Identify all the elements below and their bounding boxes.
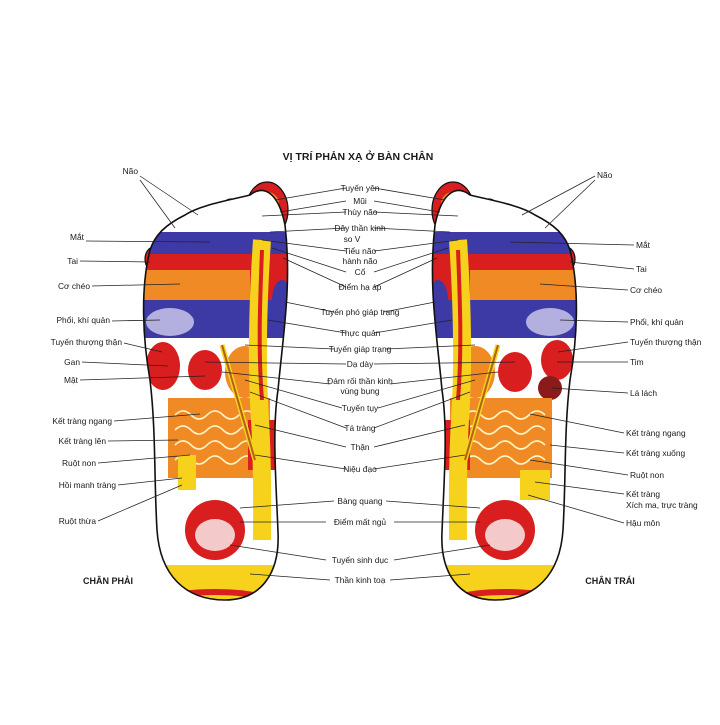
left-label-gan: Gan [64,357,80,367]
right-label-hau-mon: Hậu môn [626,518,660,528]
label-thuc-quan: Thực quản [340,328,381,338]
label-bang-quang: Bàng quang [337,496,383,506]
label-nieu-dao: Niệu đạo [343,464,377,474]
label-than-kinh-toa: Thần kinh toạ [335,575,386,585]
label-mui: Mũi [353,196,367,206]
right-label-tim: Tim [630,357,644,367]
right-foot-caption: CHÂN TRÁI [585,575,635,586]
right-label-ket-trang: Kết tràng [626,489,660,499]
left-label-ruot-thua: Ruột thừa [59,516,97,526]
label-diem-mat-ngu: Điểm mất ngủ [334,517,386,527]
left-label-phoi-khi-quan: Phổi, khí quản [56,315,110,325]
left-label-tuyen-thuong-than: Tuyến thượng thận [51,337,123,347]
right-label-ruot-non: Ruột non [630,470,664,480]
page-title: VỊ TRÍ PHẢN XẠ Ở BÀN CHÂN [283,150,434,163]
label-than: Thận [350,442,369,452]
label-co: Cổ [355,267,366,277]
right-label-ket-trang-ngang: Kết tràng ngang [626,428,686,438]
label-tuyen-pho-giap-trang: Tuyến phó giáp trạng [321,307,400,317]
right-label-la-lach: Lá lách [630,388,657,398]
label-tuyen-giap-trang: Tuyến giáp trạng [329,344,392,354]
right-labels: Não Mắt Tai Cơ chéo Phổi, khí quản Tuyến… [597,170,702,528]
right-label-tuyen-thuong-than: Tuyến thượng thận [630,337,702,347]
left-label-co-cheo: Cơ chéo [58,281,90,291]
label-tuyen-yen: Tuyến yên [341,183,380,193]
right-label-mat: Mắt [636,240,651,250]
left-label-mat-bile: Mật [64,375,79,385]
right-label-nao: Não [597,170,613,180]
right-label-tai: Tai [636,264,647,274]
left-label-mat: Mắt [70,232,85,242]
left-foot-sole-diagram [431,181,578,601]
right-label-phoi-khi-quan: Phổi, khí quản [630,317,684,327]
label-thuy-nao: Thùy não [343,207,378,217]
label-ta-trang: Tá tràng [344,423,376,433]
label-tuyen-tuy: Tuyến tụy [342,403,379,413]
right-foot-sole-diagram [142,181,289,601]
label-tieu-nao: Tiểu não [344,246,377,256]
left-label-ket-trang-ngang: Kết tràng ngang [52,416,112,426]
label-day-than-kinh: Dây thần kinh [334,223,386,233]
left-label-hoi-manh-trang: Hồi manh tràng [59,480,117,490]
center-labels: Tuyến yên Mũi Thùy não Dây thần kinh so … [321,183,400,585]
right-label-co-cheo: Cơ chéo [630,285,662,295]
left-labels: Não Mắt Tai Cơ chéo Phổi, khí quản Tuyến… [51,166,139,526]
label-so-v: so V [344,234,361,244]
left-label-ruot-non: Ruột non [62,458,96,468]
label-hanh-nao: hành não [343,256,378,266]
label-tuyen-sinh-duc: Tuyến sinh dục [332,555,389,565]
left-label-tai: Tai [67,256,78,266]
leader-lines [79,175,635,581]
label-da-day: Dạ dày [347,359,374,369]
label-dam-roi-than-kinh: Đám rối thần kinh [327,376,393,386]
right-label-xich-ma-truc-trang: Xích ma, trực tràng [626,500,698,510]
left-label-nao: Não [123,166,139,176]
label-diem-ha-ap: Điểm hạ áp [339,282,382,292]
label-vung-bung: vùng bụng [340,386,379,396]
left-foot-caption: CHÂN PHẢI [83,575,133,586]
left-label-ket-trang-len: Kết tràng lên [59,436,107,446]
right-label-ket-trang-xuong: Kết tràng xuống [626,448,685,458]
